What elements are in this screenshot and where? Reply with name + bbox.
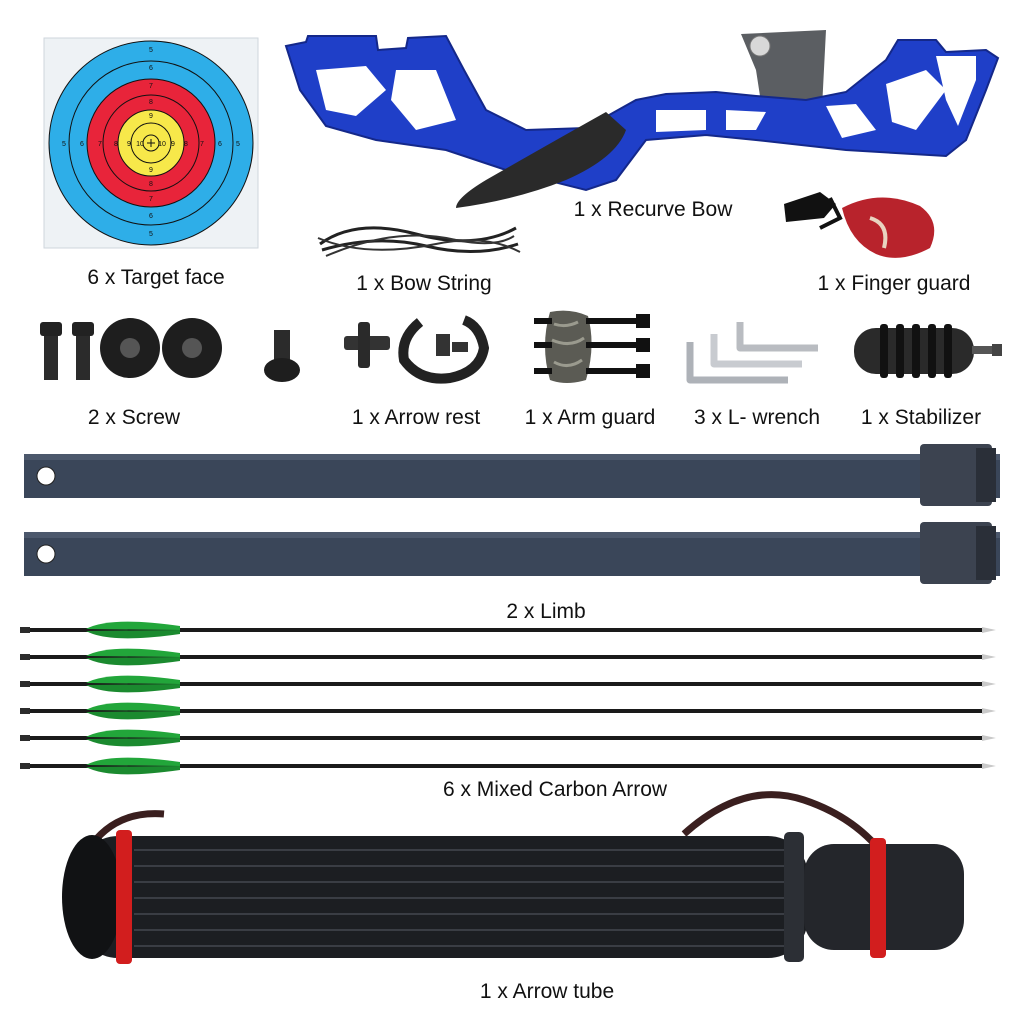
arm-guard-image bbox=[534, 310, 650, 383]
limb-image-lower bbox=[24, 522, 1000, 584]
svg-text:6: 6 bbox=[218, 141, 222, 148]
svg-text:5: 5 bbox=[149, 231, 153, 238]
screw-image bbox=[40, 318, 222, 380]
svg-text:10: 10 bbox=[136, 141, 144, 148]
svg-text:9: 9 bbox=[171, 141, 175, 148]
svg-text:7: 7 bbox=[200, 141, 204, 148]
stabilizer-image bbox=[854, 324, 1002, 378]
finger-guard-caption: 1 x Finger guard bbox=[817, 272, 971, 295]
target-face-caption: 6 x Target face bbox=[87, 266, 225, 289]
svg-text:7: 7 bbox=[149, 83, 153, 90]
svg-text:8: 8 bbox=[149, 99, 153, 106]
svg-text:5: 5 bbox=[62, 141, 66, 148]
svg-text:7: 7 bbox=[98, 141, 102, 148]
svg-text:7: 7 bbox=[149, 196, 153, 203]
l-wrench-image bbox=[686, 322, 818, 384]
button-screw-image bbox=[264, 330, 300, 382]
limb-caption: 2 x Limb bbox=[506, 600, 586, 623]
arrow-rest-image bbox=[344, 315, 490, 384]
arrows-caption: 6 x Mixed Carbon Arrow bbox=[442, 778, 668, 801]
bow-string-caption: 1 x Bow String bbox=[356, 272, 492, 295]
screw-caption: 2 x Screw bbox=[87, 406, 181, 429]
target-face-image: 5 6 7 8 9 5 6 7 8 9 10 5 6 7 8 9 10 9 8 7 6 5 bbox=[43, 37, 259, 249]
svg-text:5: 5 bbox=[149, 47, 153, 54]
svg-text:10: 10 bbox=[158, 141, 166, 148]
svg-text:6: 6 bbox=[149, 213, 153, 220]
svg-text:8: 8 bbox=[149, 181, 153, 188]
arrow-rest-caption: 1 x Arrow rest bbox=[351, 406, 481, 429]
arm-guard-caption: 1 x Arm guard bbox=[524, 406, 656, 429]
stabilizer-caption: 1 x Stabilizer bbox=[860, 406, 982, 429]
svg-text:6: 6 bbox=[149, 65, 153, 72]
svg-text:6: 6 bbox=[80, 141, 84, 148]
svg-text:9: 9 bbox=[149, 167, 153, 174]
limb-image-upper bbox=[24, 444, 1000, 506]
svg-text:9: 9 bbox=[149, 113, 153, 120]
arrow-tube-image bbox=[62, 791, 964, 964]
bow-string-image bbox=[317, 226, 521, 257]
l-wrench-caption: 3 x L- wrench bbox=[693, 406, 821, 429]
arrows-image bbox=[20, 621, 996, 775]
finger-guard-image bbox=[784, 192, 935, 258]
svg-text:8: 8 bbox=[114, 141, 118, 148]
recurve-bow-caption: 1 x Recurve Bow bbox=[573, 198, 733, 221]
svg-text:9: 9 bbox=[127, 141, 131, 148]
arrow-tube-caption: 1 x Arrow tube bbox=[479, 980, 615, 1003]
svg-text:5: 5 bbox=[236, 141, 240, 148]
recurve-bow-riser-image bbox=[284, 30, 1000, 208]
svg-text:8: 8 bbox=[184, 141, 188, 148]
